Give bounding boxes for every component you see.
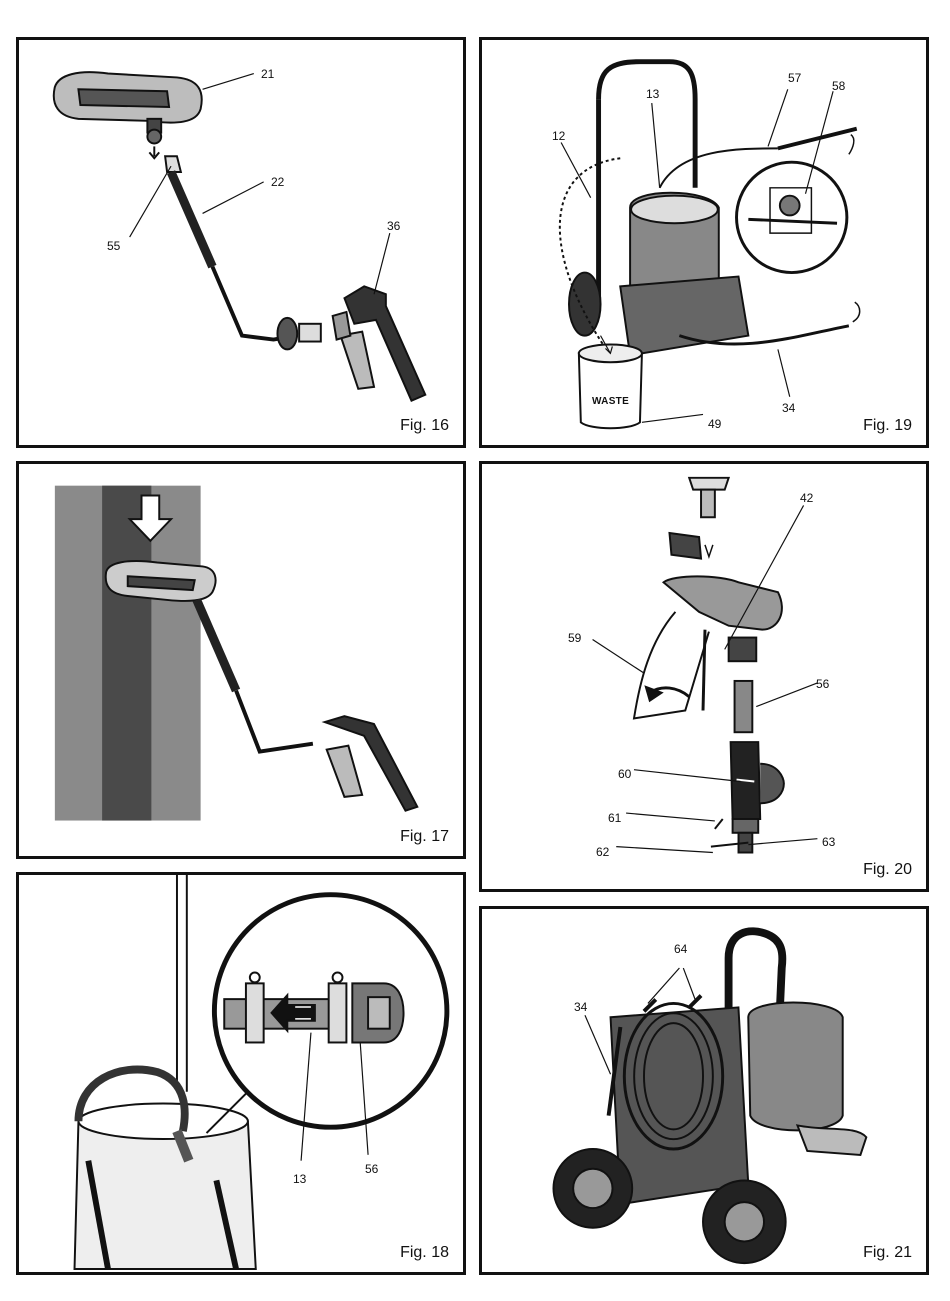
figure-17: Fig. 17 — [16, 461, 466, 859]
spray-gun — [664, 576, 782, 629]
waste-bucket — [579, 353, 642, 428]
figure-19-drawing — [482, 40, 926, 445]
figure-caption: Fig. 20 — [863, 861, 912, 879]
figure-17-drawing — [19, 464, 463, 856]
figure-21-drawing — [482, 909, 926, 1272]
label-57: 57 — [788, 72, 801, 84]
label-61: 61 — [608, 812, 621, 824]
figure-16: 21 22 55 36 Fig. 16 — [16, 37, 466, 448]
label-55: 55 — [107, 240, 120, 252]
figure-caption: Fig. 16 — [400, 417, 449, 435]
figure-20: 42 59 56 60 61 62 63 Fig. 20 — [479, 461, 929, 892]
cart-handle — [599, 62, 696, 188]
detail-magnifier — [737, 162, 847, 272]
label-56: 56 — [816, 678, 829, 690]
paint-container — [748, 1002, 842, 1130]
label-63: 63 — [822, 836, 835, 848]
figure-19: 57 58 13 12 49 34 WASTE Fig. 19 — [479, 37, 929, 448]
label-49: 49 — [708, 418, 721, 430]
label-64: 64 — [674, 943, 687, 955]
label-60: 60 — [618, 768, 631, 780]
figure-caption: Fig. 18 — [400, 1244, 449, 1262]
label-34: 34 — [574, 1001, 587, 1013]
figure-18: 13 56 Fig. 18 — [16, 872, 466, 1275]
label-62: 62 — [596, 846, 609, 858]
figure-21: 64 34 Fig. 21 — [479, 906, 929, 1275]
label-56: 56 — [365, 1163, 378, 1175]
figure-caption: Fig. 21 — [863, 1244, 912, 1262]
filter — [735, 681, 753, 732]
trigger — [634, 612, 709, 718]
label-42: 42 — [800, 492, 813, 504]
label-13: 13 — [646, 88, 659, 100]
label-58: 58 — [832, 80, 845, 92]
label-22: 22 — [271, 176, 284, 188]
wall-stripe-dark — [102, 486, 151, 821]
label-59: 59 — [568, 632, 581, 644]
figure-caption: Fig. 17 — [400, 828, 449, 846]
figure-20-drawing — [482, 464, 926, 889]
label-36: 36 — [387, 220, 400, 232]
label-13: 13 — [293, 1173, 306, 1185]
label-12: 12 — [552, 130, 565, 142]
label-34: 34 — [782, 402, 795, 414]
figure-caption: Fig. 19 — [863, 417, 912, 435]
figure-16-drawing — [19, 40, 463, 445]
label-21: 21 — [261, 68, 274, 80]
figure-18-drawing — [19, 875, 463, 1272]
waste-label: WASTE — [592, 396, 629, 407]
